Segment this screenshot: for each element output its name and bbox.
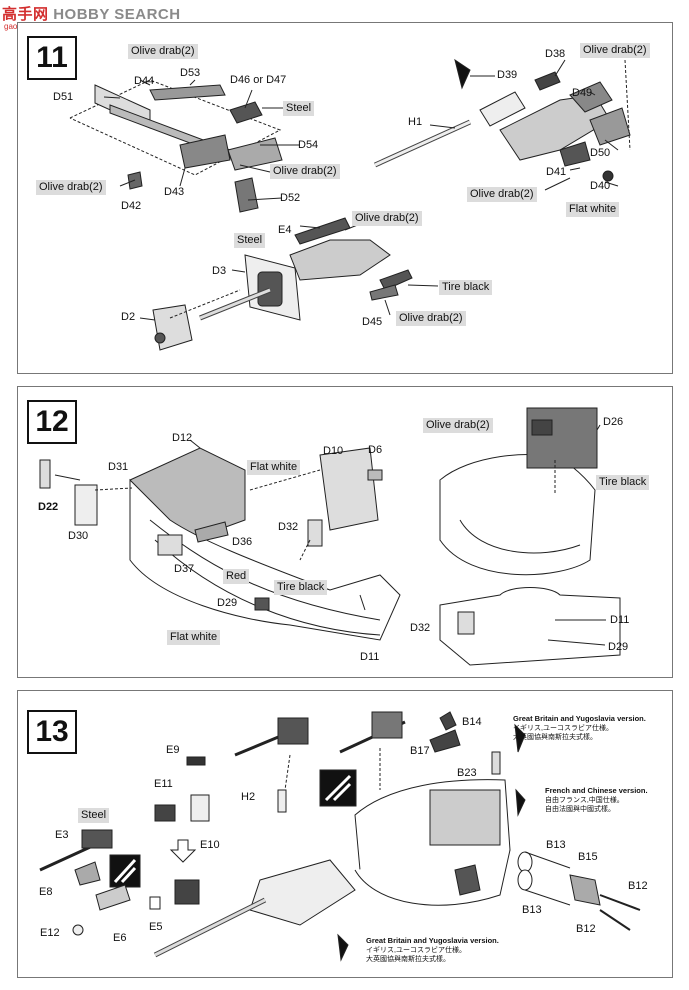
paint-olive-drab-d45: Olive drab(2) (396, 311, 466, 326)
part-d50: D50 (590, 147, 611, 159)
paint-tire-black: Tire black (439, 280, 493, 295)
note-gb-top-cn: 大英國協與南斯拉夫式樣。 (513, 734, 597, 741)
part-d46-or-d47: D46 or D47 (230, 74, 287, 86)
part-e12: E12 (40, 927, 60, 939)
part-d37: D37 (174, 563, 195, 575)
part-d32-right: D32 (410, 622, 431, 634)
note-fr-jp: 自由フランス,中国仕様。 (545, 797, 624, 804)
part-h1: H1 (408, 116, 423, 128)
part-e10: E10 (200, 839, 220, 851)
step-11-number: 11 (27, 36, 77, 80)
part-e5: E5 (149, 921, 163, 933)
part-b13-top: B13 (546, 839, 566, 851)
paint-olive-drab-left: Olive drab(2) (36, 180, 106, 195)
part-b12-bottom: B12 (576, 923, 596, 935)
part-e4: E4 (278, 224, 292, 236)
part-h2: H2 (241, 791, 256, 803)
part-d44: D44 (134, 75, 155, 87)
watermark-logo: 高手网 HOBBY SEARCH (2, 3, 181, 24)
part-d51: D51 (53, 91, 74, 103)
part-e9: E9 (166, 744, 180, 756)
note-gb-bot-jp: イギリス,ユーコスラビア仕様。 (366, 947, 466, 954)
part-b23: B23 (457, 767, 477, 779)
note-gb-bottom: Great Britain and Yugoslavia version. イギ… (366, 936, 499, 964)
part-d41: D41 (546, 166, 567, 178)
part-e8: E8 (39, 886, 53, 898)
step-12-panel (17, 386, 673, 678)
part-d38: D38 (545, 48, 566, 60)
paint-steel: Steel (283, 101, 315, 116)
watermark-cn: 高手网 (2, 6, 49, 23)
step-12-number: 12 (27, 400, 77, 444)
watermark-en: HOBBY SEARCH (53, 6, 181, 23)
note-fr-en: French and Chinese version. (545, 786, 648, 795)
part-e6: E6 (113, 932, 127, 944)
part-d40: D40 (590, 180, 611, 192)
paint-olive-drab-d41: Olive drab(2) (467, 187, 537, 202)
part-b14: B14 (462, 716, 482, 728)
part-d45: D45 (362, 316, 383, 328)
paint-flat-white-bottom: Flat white (167, 630, 221, 645)
paint-olive-drab-mid: Olive drab(2) (270, 164, 340, 179)
part-b15: B15 (578, 851, 598, 863)
paint-olive-drab-top: Olive drab(2) (128, 44, 198, 59)
part-e11: E11 (154, 778, 173, 790)
part-d6: D6 (368, 444, 383, 456)
part-d52: D52 (280, 192, 301, 204)
step-11-panel (17, 22, 673, 374)
paint-olive-drab-right: Olive drab(2) (580, 43, 650, 58)
part-d11-right: D11 (610, 614, 630, 626)
paint-tire-black: Tire black (274, 580, 328, 595)
paint-olive-drab: Olive drab(2) (423, 418, 493, 433)
part-d2: D2 (121, 311, 136, 323)
part-d54: D54 (298, 139, 319, 151)
part-d29-right: D29 (608, 641, 629, 653)
paint-red: Red (223, 569, 250, 584)
part-d36: D36 (232, 536, 253, 548)
part-d3: D3 (212, 265, 227, 277)
part-e3: E3 (55, 829, 69, 841)
part-d42: D42 (121, 200, 142, 212)
part-d10: D10 (323, 445, 344, 457)
note-gb-top-en: Great Britain and Yugoslavia version. (513, 714, 646, 723)
paint-steel: Steel (78, 808, 110, 823)
part-b13-bottom: B13 (522, 904, 542, 916)
part-d49: D49 (572, 87, 593, 99)
part-d11: D11 (360, 651, 380, 663)
note-gb-top: Great Britain and Yugoslavia version. イギ… (513, 714, 646, 742)
paint-steel-e4: Steel (234, 233, 266, 248)
paint-tire-black-right: Tire black (596, 475, 650, 490)
part-b12-top: B12 (628, 880, 648, 892)
step-13-number: 13 (27, 710, 77, 754)
part-d12: D12 (172, 432, 193, 444)
note-gb-top-jp: イギリス,ユーコスラビア仕様。 (513, 725, 613, 732)
paint-flat-white: Flat white (566, 202, 620, 217)
part-d39: D39 (497, 69, 518, 81)
part-b17: B17 (410, 745, 430, 757)
part-d31: D31 (108, 461, 129, 473)
part-d30: D30 (68, 530, 89, 542)
paint-flat-white-top: Flat white (247, 460, 301, 475)
part-d29: D29 (217, 597, 238, 609)
part-d53: D53 (180, 67, 201, 79)
part-d26: D26 (603, 416, 624, 428)
part-d32: D32 (278, 521, 299, 533)
note-french: French and Chinese version. 自由フランス,中国仕様。… (545, 786, 648, 814)
paint-olive-drab-e4: Olive drab(2) (352, 211, 422, 226)
note-gb-bot-cn: 大英國協與南斯拉夫式樣。 (366, 956, 450, 963)
note-gb-bot-en: Great Britain and Yugoslavia version. (366, 936, 499, 945)
part-d22: D22 (38, 501, 59, 513)
note-fr-cn: 自由法國與中國式樣。 (545, 806, 615, 813)
part-d43: D43 (164, 186, 185, 198)
